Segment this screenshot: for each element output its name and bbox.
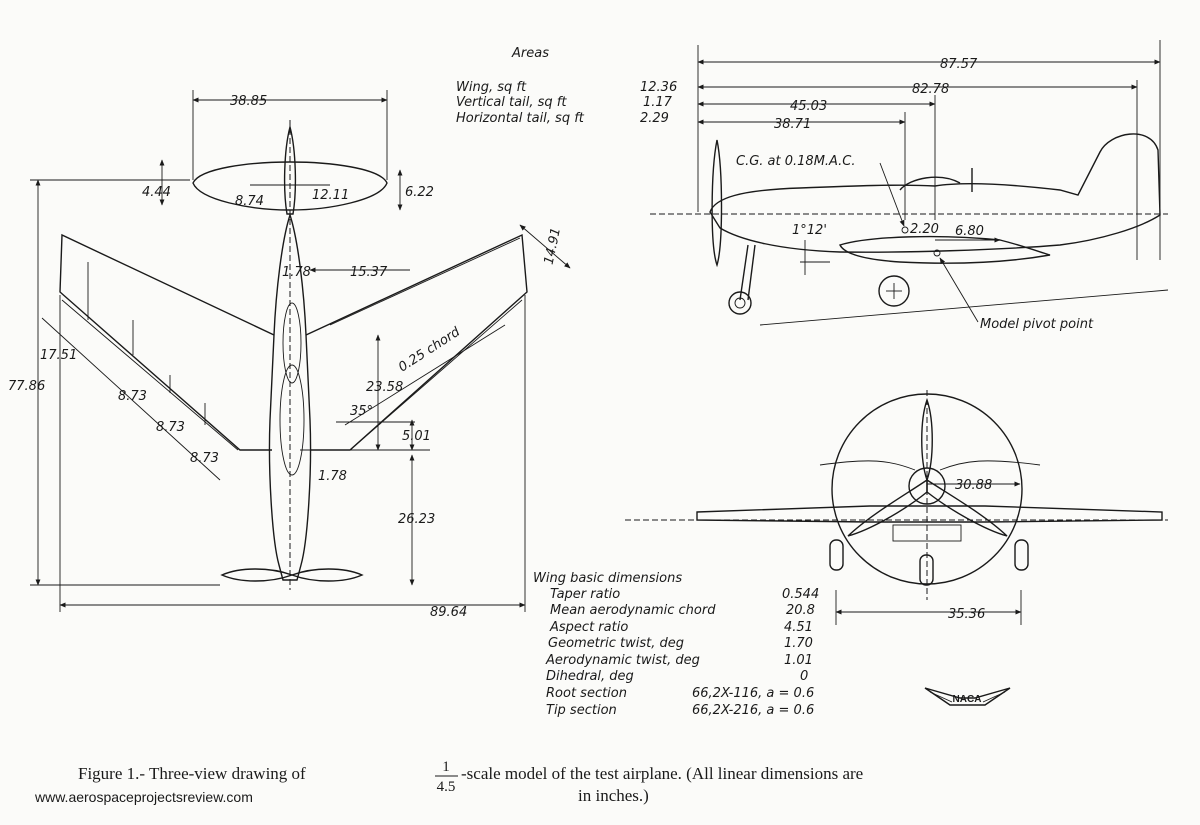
cg-marker	[901, 226, 909, 234]
dim-23-58: 23.58	[366, 380, 403, 395]
dim-1-78-top: 1.78	[282, 265, 311, 280]
naca-logo-text: NACA	[953, 694, 982, 705]
wing-dim-value-3: 1.70	[784, 636, 813, 651]
front-view: 30.88 35.36	[625, 390, 1168, 625]
front-left-wheel	[829, 539, 844, 571]
plan-inlet-fairing	[279, 364, 305, 476]
quarter-chord-label: 0.25 chord	[396, 324, 464, 375]
wing-dim-label-2: Aspect ratio	[549, 620, 628, 635]
wing-dim-value-1: 20.8	[786, 603, 815, 618]
dim-tail-span: 38.85	[230, 94, 267, 109]
plan-canopy	[282, 302, 302, 384]
side-main-wheel	[728, 291, 752, 315]
side-canopy	[899, 176, 961, 191]
watermark: www.aerospaceprojectsreview.com	[34, 789, 253, 805]
caption-suffix: -scale model of the test airplane. (All …	[461, 764, 863, 783]
figure-caption: Figure 1.- Three-view drawing of 1 4.5 -…	[78, 759, 863, 805]
wing-dim-value-6: 66,2X-116, a = 0.6	[692, 686, 814, 701]
wing-dim-label-0: Taper ratio	[550, 587, 620, 602]
dim-2-20: 2.20	[910, 222, 939, 237]
dim-length: 77.86	[8, 379, 45, 394]
front-wing	[696, 505, 1163, 523]
dim-1-deg-12-min: 1°12'	[792, 223, 827, 238]
wing-dim-label-7: Tip section	[546, 703, 617, 718]
front-blade-right	[926, 478, 1008, 537]
pivot-label: Model pivot point	[980, 317, 1094, 332]
wing-dim-value-7: 66,2X-216, a = 0.6	[692, 703, 814, 718]
caption-prefix: Figure 1.- Three-view drawing of	[78, 764, 306, 783]
plan-horizontal-tail	[192, 161, 388, 211]
plan-right-wing	[305, 233, 528, 451]
wing-dimensions-table: Wing basic dimensions Taper ratio 0.544 …	[533, 571, 819, 718]
areas-table: Areas Wing, sq ft 12.36 Vertical tail, s…	[456, 46, 677, 126]
side-fuselage	[709, 133, 1161, 253]
area-label-wing: Wing, sq ft	[456, 80, 527, 95]
plan-left-wing	[59, 233, 275, 451]
wing-dim-label-1: Mean aerodynamic chord	[550, 603, 716, 618]
wing-dim-label-3: Geometric twist, deg	[548, 636, 684, 651]
dim-8-74: 8.74	[235, 194, 264, 209]
wing-dim-label-6: Root section	[546, 686, 627, 701]
wing-dim-value-0: 0.544	[782, 587, 819, 602]
dim-38-71: 38.71	[774, 117, 811, 132]
wing-dim-value-2: 4.51	[784, 620, 813, 635]
dim-span: 89.64	[430, 605, 467, 620]
wing-dims-title: Wing basic dimensions	[533, 571, 682, 586]
side-nose-wheel	[878, 275, 910, 307]
wing-dim-label-4: Aerodynamic twist, deg	[545, 653, 700, 668]
area-value-wing: 12.36	[640, 80, 677, 95]
dim-12-11: 12.11	[312, 188, 349, 203]
dim-8-73-a: 8.73	[118, 389, 147, 404]
naca-logo: NACA	[924, 687, 1011, 706]
wing-dim-label-5: Dihedral, deg	[546, 669, 634, 684]
dim-4-44: 4.44	[142, 185, 171, 200]
dim-5-01: 5.01	[402, 429, 431, 444]
front-blade-left	[847, 478, 928, 537]
area-label-vertical-tail: Vertical tail, sq ft	[456, 95, 567, 110]
pivot-marker	[933, 249, 941, 257]
dim-6-80: 6.80	[955, 224, 984, 239]
dim-15-37: 15.37	[350, 265, 388, 280]
dim-26-23: 26.23	[398, 512, 435, 527]
cg-label: C.G. at 0.18M.A.C.	[736, 154, 856, 169]
dim-17-51: 17.51	[40, 348, 77, 363]
dim-1-78-bottom: 1.78	[318, 469, 347, 484]
plan-tail-cone	[220, 568, 364, 582]
dim-8-73-c: 8.73	[190, 451, 219, 466]
plan-view: 38.85 4.44 8.74 12.11 6.22 1.78 15.37 14…	[8, 90, 571, 620]
wing-dim-value-5: 0	[800, 669, 808, 684]
dim-30-88: 30.88	[955, 478, 992, 493]
dim-45-03: 45.03	[790, 99, 827, 114]
wing-dim-value-4: 1.01	[784, 653, 813, 668]
dim-sweep: 35°	[350, 404, 373, 419]
dim-35-36: 35.36	[948, 607, 985, 622]
area-value-horizontal-tail: 2.29	[640, 111, 669, 126]
caption-fraction-numerator: 1	[442, 759, 450, 775]
area-value-vertical-tail: 1.17	[643, 95, 673, 110]
side-view: 87.57 82.78 45.03 38.71 C.G. at 0.18M.A.…	[650, 40, 1169, 332]
dim-82-78: 82.78	[912, 82, 949, 97]
caption-fraction-denominator: 4.5	[437, 779, 456, 795]
dim-8-73-b: 8.73	[156, 420, 185, 435]
dim-6-22: 6.22	[405, 185, 434, 200]
side-wing	[839, 235, 1051, 264]
caption-line-2: in inches.)	[578, 786, 649, 805]
areas-title: Areas	[511, 46, 549, 61]
side-propeller	[711, 139, 723, 268]
dim-87-57: 87.57	[940, 57, 978, 72]
front-right-wheel	[1014, 539, 1029, 571]
area-label-horizontal-tail: Horizontal tail, sq ft	[456, 111, 585, 126]
